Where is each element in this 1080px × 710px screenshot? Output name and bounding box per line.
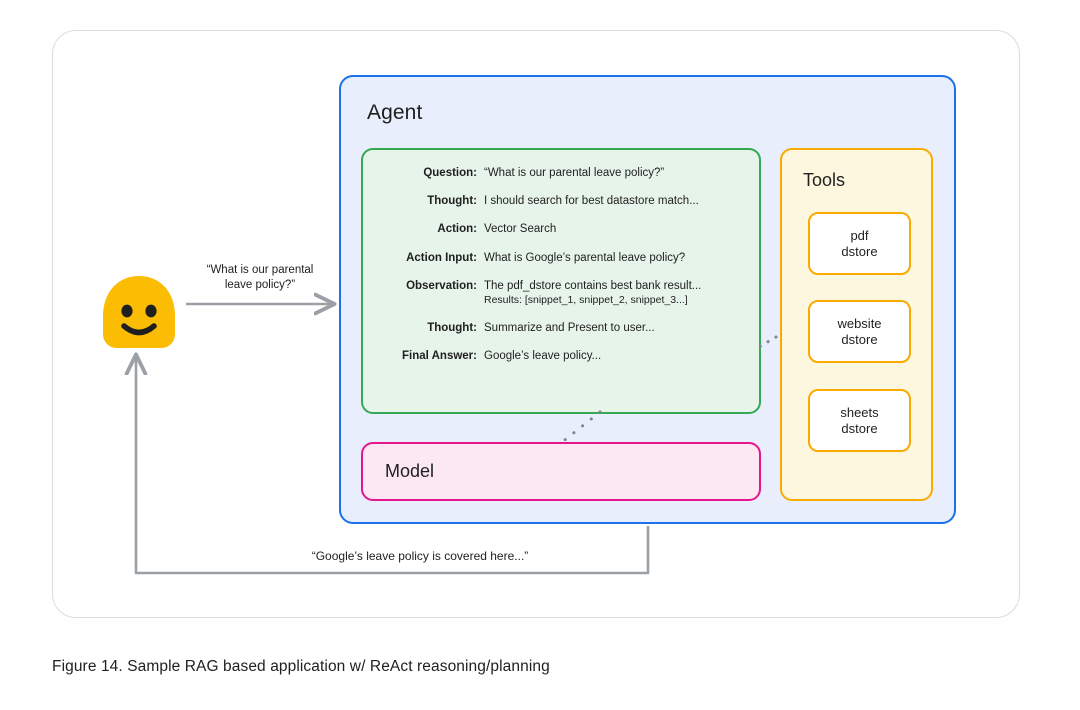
tools-title: Tools [803,170,846,190]
trace-label-observation: Observation: [406,279,477,292]
trace-value-action: Vector Search [484,223,557,236]
trace-label-action-input: Action Input: [406,251,477,264]
tools-panel: Tools pdf dstore website dstore sheets d… [780,148,933,501]
trace-label-thought-2: Thought: [427,321,477,334]
trace-value-question: “What is our parental leave policy?” [484,167,665,179]
tool-chip-pdf-dstore[interactable]: pdf dstore [808,212,911,275]
tool-chip-website-dstore[interactable]: website dstore [808,300,911,363]
answer-arrow-label: “Google’s leave policy is covered here..… [311,549,529,563]
trace-label-thought-1: Thought: [427,195,477,208]
trace-label-final-answer: Final Answer: [402,349,477,362]
figure-caption: Figure 14. Sample RAG based application … [52,658,550,675]
react-trace-panel: Question: “What is our parental leave po… [361,148,761,414]
trace-value-observation: The pdf_dstore contains best bank result… [484,279,702,292]
trace-row: Thought: I should search for best datast… [373,194,745,209]
trace-row: Final Answer: Google’s leave policy... [373,349,745,364]
trace-value-thought-1: I should search for best datastore match… [484,195,699,208]
agent-title: Agent [367,101,423,124]
trace-value-observation-group: The pdf_dstore contains best bank result… [484,279,701,308]
trace-value-observation-results: Results: [snippet_1, snippet_2, snippet_… [484,293,688,306]
tool-chip-sheets-dstore[interactable]: sheets dstore [808,389,911,452]
figure-card: Agent Question: “What is our parental le… [52,30,1020,618]
smiling-face-avatar [97,272,181,356]
trace-label-action: Action: [437,223,477,236]
trace-value-final-answer: Google’s leave policy... [484,349,602,362]
model-title: Model [385,461,435,481]
trace-row: Action: Vector Search [373,222,745,237]
trace-value-action-input: What is Google’s parental leave policy? [484,251,686,264]
model-panel: Model [361,442,761,501]
trace-row: Thought: Summarize and Present to user..… [373,321,745,336]
trace-label-question: Question: [423,167,477,179]
trace-value-thought-2: Summarize and Present to user... [484,321,655,334]
question-arrow-label: “What is our parental leave policy?” [206,264,314,291]
trace-row: Action Input: What is Google’s parental … [373,251,745,266]
trace-row: Observation: The pdf_dstore contains bes… [373,279,745,308]
trace-row: Question: “What is our parental leave po… [373,166,745,181]
